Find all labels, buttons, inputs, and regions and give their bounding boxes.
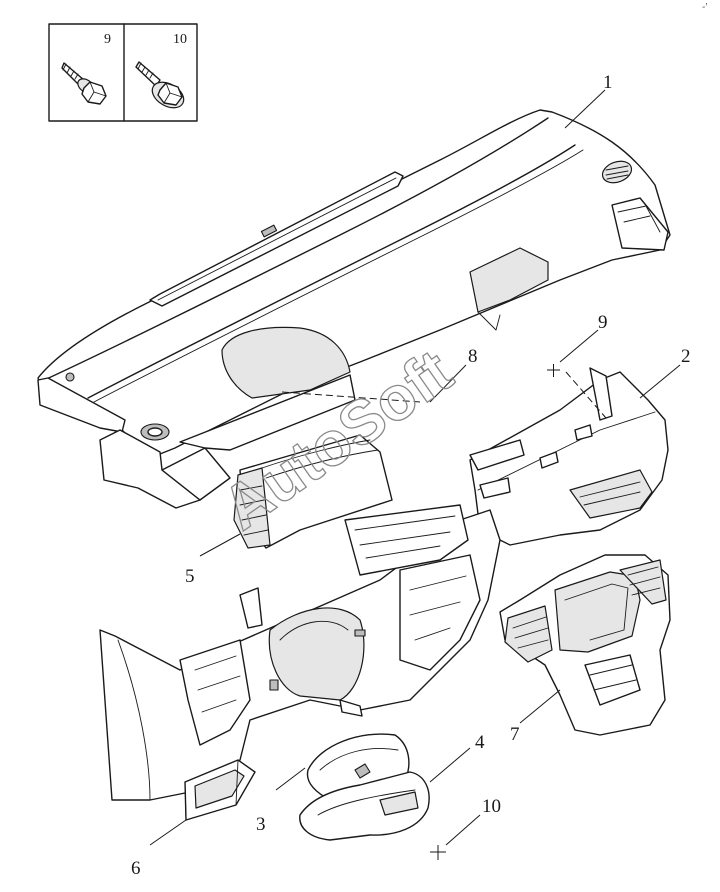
callout-7: 7 <box>510 724 520 745</box>
bolt-icon <box>61 62 107 105</box>
instrument-panel-lower-frame <box>469 367 669 546</box>
instrument-cluster-hood <box>233 434 393 549</box>
callout-1: 1 <box>603 72 613 93</box>
callout-8: 8 <box>468 346 478 367</box>
storage-pocket <box>184 759 256 821</box>
leader-lines <box>149 89 681 846</box>
center-console-bezel <box>499 554 671 736</box>
legend-number-10: 10 <box>173 32 187 47</box>
steering-column-cover-lower <box>299 771 430 841</box>
fastener-marker-10 <box>430 845 446 860</box>
callout-3: 3 <box>256 814 266 835</box>
callout-9: 9 <box>598 312 608 333</box>
legend-frame <box>48 23 198 122</box>
callout-10: 10 <box>482 796 501 817</box>
callout-4: 4 <box>475 732 485 753</box>
flange-bolt-icon <box>135 61 185 109</box>
callout-2: 2 <box>681 346 691 367</box>
fastener-marker-9 <box>547 364 560 377</box>
legend-number-9: 9 <box>104 32 111 47</box>
callout-5: 5 <box>185 566 195 587</box>
lower-dash-frame <box>99 504 501 801</box>
corner-mark: ‐’ <box>702 2 708 13</box>
instrument-panel-upper <box>37 109 671 509</box>
callout-6: 6 <box>131 858 141 879</box>
callout-numbers: 1 2 3 4 5 6 7 8 9 10 <box>131 72 691 879</box>
assembly-guide-lines <box>281 371 607 419</box>
fastener-legend-box: 9 10 <box>48 23 198 122</box>
